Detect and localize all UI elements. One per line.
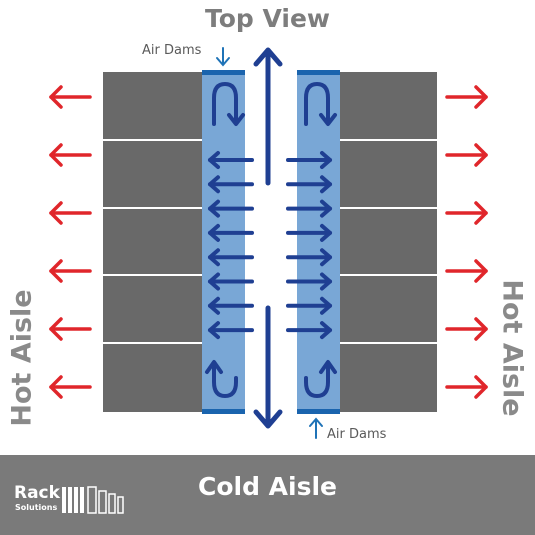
cold-aisle-label: Cold Aisle bbox=[197, 472, 337, 501]
airflow-arrow-right bbox=[286, 248, 332, 267]
left-cold-channel bbox=[202, 72, 245, 412]
rack-unit bbox=[340, 209, 437, 274]
rack-unit bbox=[103, 276, 202, 342]
air-dam-pointer-top bbox=[216, 47, 230, 67]
hot-aisle-label-left: Hot Aisle bbox=[6, 289, 38, 427]
airflow-arrow-left bbox=[208, 151, 254, 169]
rack-solutions-logo: Rack Solutions bbox=[14, 483, 149, 519]
airflow-arrow-right bbox=[286, 321, 332, 340]
airflow-diagram bbox=[49, 47, 488, 439]
loop-arrows bbox=[205, 82, 337, 398]
air-dam-right-bottom bbox=[297, 409, 340, 414]
rack-unit bbox=[340, 141, 437, 207]
hot-air-arrow bbox=[49, 201, 92, 225]
logo-text-rack: Rack bbox=[14, 483, 60, 503]
hot-aisle-label-right: Hot Aisle bbox=[496, 279, 528, 417]
hot-air-arrow bbox=[445, 201, 488, 225]
hot-air-arrow bbox=[445, 317, 488, 341]
airflow-arrow-right bbox=[286, 151, 332, 169]
rack-unit bbox=[103, 344, 202, 412]
airflow-arrow-left bbox=[208, 223, 254, 242]
left-rack-column bbox=[103, 72, 202, 412]
left-channel-airflow bbox=[208, 151, 254, 340]
airflow-arrow-right bbox=[286, 296, 332, 315]
air-dam-left-bottom bbox=[202, 409, 245, 414]
airflow-arrow-left bbox=[208, 175, 254, 194]
air-dams-label-bottom: Air Dams bbox=[327, 427, 387, 442]
airflow-arrow-left bbox=[208, 248, 254, 267]
rack-unit bbox=[340, 72, 437, 139]
right-channel-airflow bbox=[286, 151, 332, 340]
hot-air-arrow bbox=[445, 375, 488, 399]
logo-text-solutions: Solutions bbox=[15, 503, 58, 512]
rack-unit bbox=[103, 72, 202, 139]
hot-air-arrow bbox=[49, 143, 92, 167]
airflow-arrow-right bbox=[286, 199, 332, 218]
air-dams-label-top: Air Dams bbox=[142, 43, 202, 58]
loop-arrow-left-bottom bbox=[212, 362, 238, 398]
air-dam-pointer-bottom bbox=[309, 417, 323, 439]
air-dam-right-top bbox=[297, 70, 340, 75]
right-rack-column bbox=[340, 72, 437, 412]
hot-air-arrow bbox=[49, 375, 92, 399]
rack-graphic-icon bbox=[62, 486, 124, 514]
airflow-arrow-right bbox=[286, 272, 332, 291]
rack-unit bbox=[340, 344, 437, 412]
hot-air-arrow bbox=[445, 85, 488, 109]
airflow-arrow-left bbox=[208, 321, 254, 340]
right-cold-channel bbox=[297, 72, 340, 412]
loop-arrow-right-top bbox=[304, 82, 330, 126]
air-dam-left-top bbox=[202, 70, 245, 75]
hot-air-arrow bbox=[49, 85, 92, 109]
hot-air-arrows-right bbox=[445, 85, 488, 399]
airflow-arrow-right bbox=[286, 175, 332, 194]
diagram-title: Top View bbox=[204, 4, 331, 33]
airflow-arrow-left bbox=[208, 272, 254, 291]
hot-air-arrow bbox=[445, 143, 488, 167]
cold-aisle-footer: Cold Aisle Rack Solutions bbox=[0, 455, 535, 535]
airflow-arrow-right bbox=[286, 223, 332, 242]
central-vertical-arrow bbox=[253, 47, 283, 429]
loop-arrow-right-bottom bbox=[304, 362, 330, 398]
rack-unit bbox=[103, 141, 202, 207]
hot-air-arrow bbox=[445, 259, 488, 283]
rack-unit bbox=[103, 209, 202, 274]
loop-arrow-left-top bbox=[212, 82, 238, 126]
hot-air-arrow bbox=[49, 259, 92, 283]
hot-air-arrows-left bbox=[49, 85, 92, 399]
airflow-arrow-left bbox=[208, 199, 254, 218]
hot-air-arrow bbox=[49, 317, 92, 341]
airflow-arrow-left bbox=[208, 296, 254, 315]
rack-unit bbox=[340, 276, 437, 342]
